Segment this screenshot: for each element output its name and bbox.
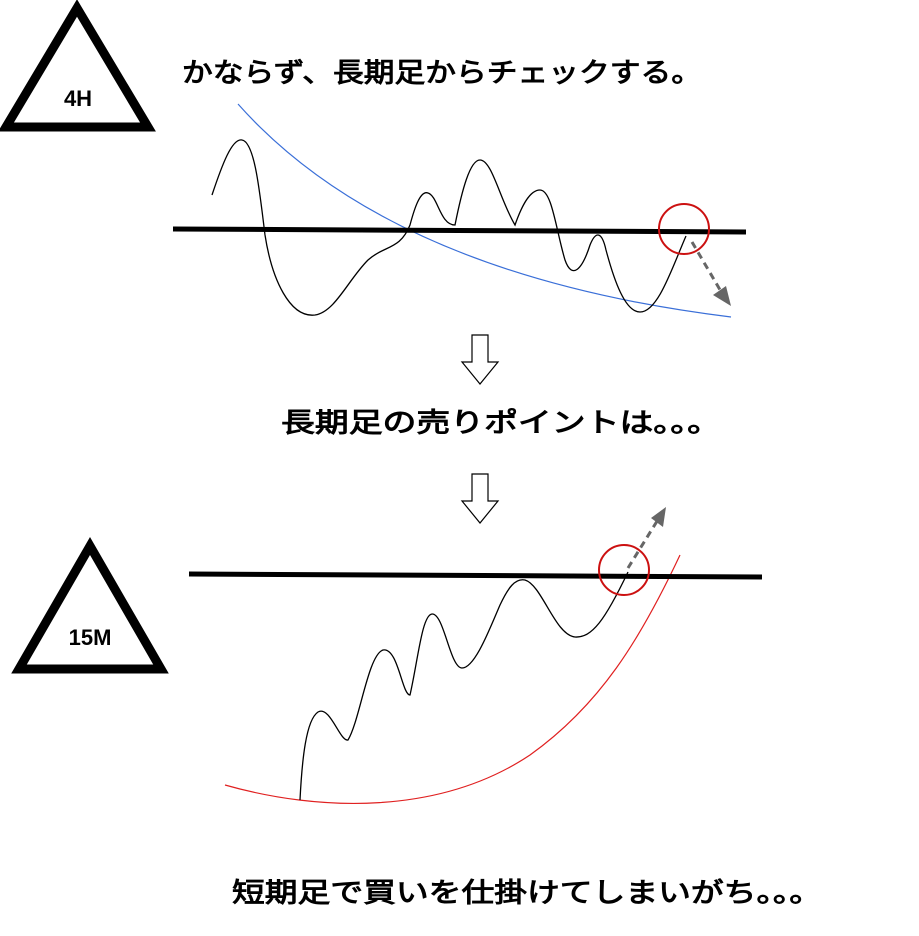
circle-marker-icon bbox=[658, 203, 710, 255]
warning-triangle-icon bbox=[0, 0, 156, 132]
uptrend-curve bbox=[224, 554, 681, 805]
warning-triangle-icon bbox=[11, 536, 169, 674]
down-arrow-icon bbox=[460, 473, 500, 524]
caption-top: かならず、長期足からチェックする。 bbox=[182, 58, 702, 89]
timeframe-badge-4h: 4H bbox=[0, 0, 156, 132]
timeframe-label-4h: 4H bbox=[64, 86, 92, 111]
timeframe-label-15m: 15M bbox=[69, 625, 112, 650]
arrowhead-down bbox=[713, 286, 731, 306]
price-line bbox=[299, 571, 629, 801]
caption-middle: 長期足の売りポイントは。。。 bbox=[281, 408, 721, 439]
dashed-arrow-icon bbox=[626, 517, 661, 569]
price-level-line bbox=[172, 226, 747, 235]
circle-marker-icon bbox=[598, 544, 650, 596]
caption-bottom: 短期足で買いを仕掛けてしまいがち。。。 bbox=[232, 877, 822, 909]
timeframe-badge-15m: 15M bbox=[11, 536, 169, 674]
arrowhead-up bbox=[651, 507, 666, 527]
chart-short-term bbox=[188, 507, 763, 805]
chart-long-term bbox=[172, 103, 747, 318]
price-line bbox=[211, 139, 687, 316]
down-arrow-icon bbox=[460, 334, 500, 385]
price-level-line bbox=[188, 571, 763, 580]
downtrend-curve bbox=[237, 103, 732, 318]
